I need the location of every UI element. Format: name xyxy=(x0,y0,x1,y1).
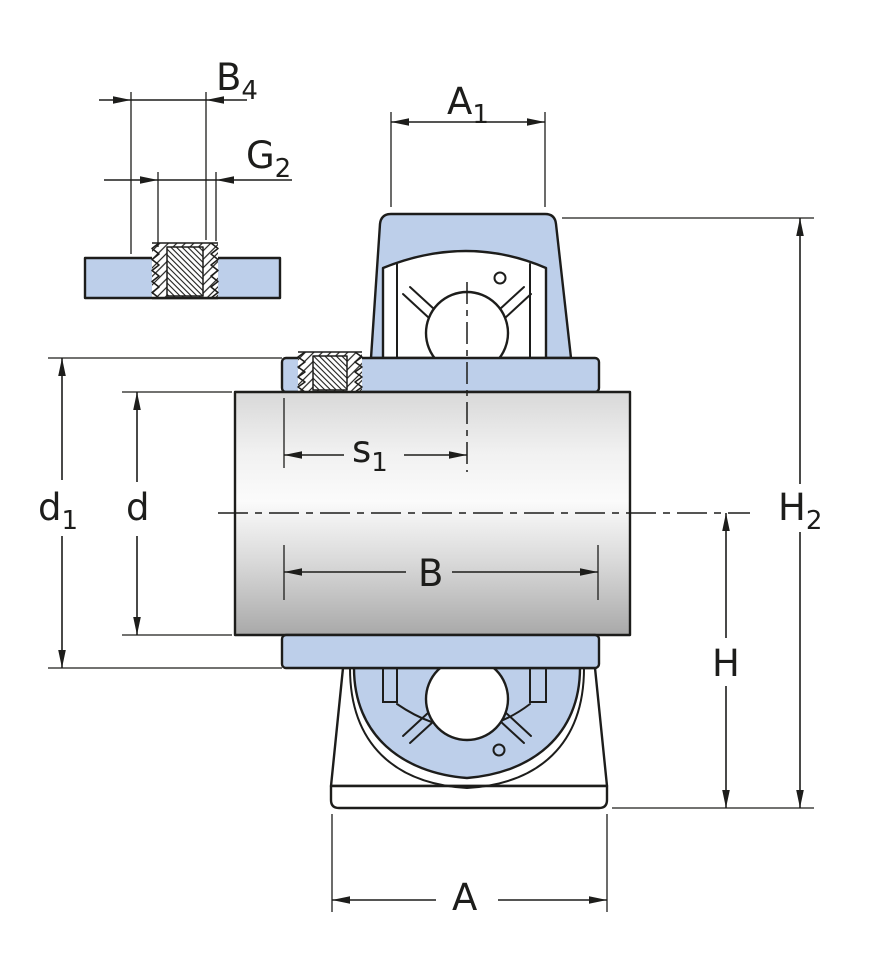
seal-marks-top xyxy=(402,286,532,319)
dim-label-h: H xyxy=(712,642,740,685)
dim-a1: A1 xyxy=(390,80,546,207)
dim-label-a: A xyxy=(452,876,477,919)
dim-a: A xyxy=(331,814,608,919)
dim-label-h2: H2 xyxy=(778,486,822,536)
dim-label-g2: G2 xyxy=(246,134,291,184)
housing-bore-arc xyxy=(349,667,585,790)
dim-d1: d1 xyxy=(38,357,282,669)
seal-marks-bottom xyxy=(402,711,532,744)
dim-d: d xyxy=(122,391,232,636)
thread-zigzag-right xyxy=(210,242,219,299)
thread-zigzag-left xyxy=(151,242,160,299)
lube-hole-top xyxy=(493,271,507,285)
dim-label-s1: s1 xyxy=(352,428,388,478)
housing-base xyxy=(280,633,609,810)
dim-b: B xyxy=(283,545,599,600)
set-screw-section xyxy=(166,246,204,297)
dim-label-b: B xyxy=(418,552,443,595)
set-screw-detail-view xyxy=(83,242,282,300)
dim-b4: B4 xyxy=(99,56,258,254)
ball-bottom xyxy=(424,656,510,742)
dim-label-d1: d1 xyxy=(38,486,78,536)
lube-hole-bottom xyxy=(492,743,506,757)
dim-h2: H2 xyxy=(562,217,822,809)
dim-h: H xyxy=(712,513,740,808)
dim-s1: s1 xyxy=(283,398,467,478)
set-screw-top xyxy=(297,351,363,393)
base-foot xyxy=(329,784,609,810)
locking-collar-bottom xyxy=(280,633,601,670)
dim-g2: G2 xyxy=(104,134,292,247)
main-view xyxy=(233,212,632,810)
dim-label-a1: A1 xyxy=(447,80,489,130)
dim-label-b4: B4 xyxy=(216,56,258,106)
dimensions: B4 G2 A1 s1 xyxy=(38,56,822,919)
centerlines xyxy=(218,282,750,514)
threaded-hole xyxy=(151,242,219,300)
dim-label-d: d xyxy=(126,486,150,529)
